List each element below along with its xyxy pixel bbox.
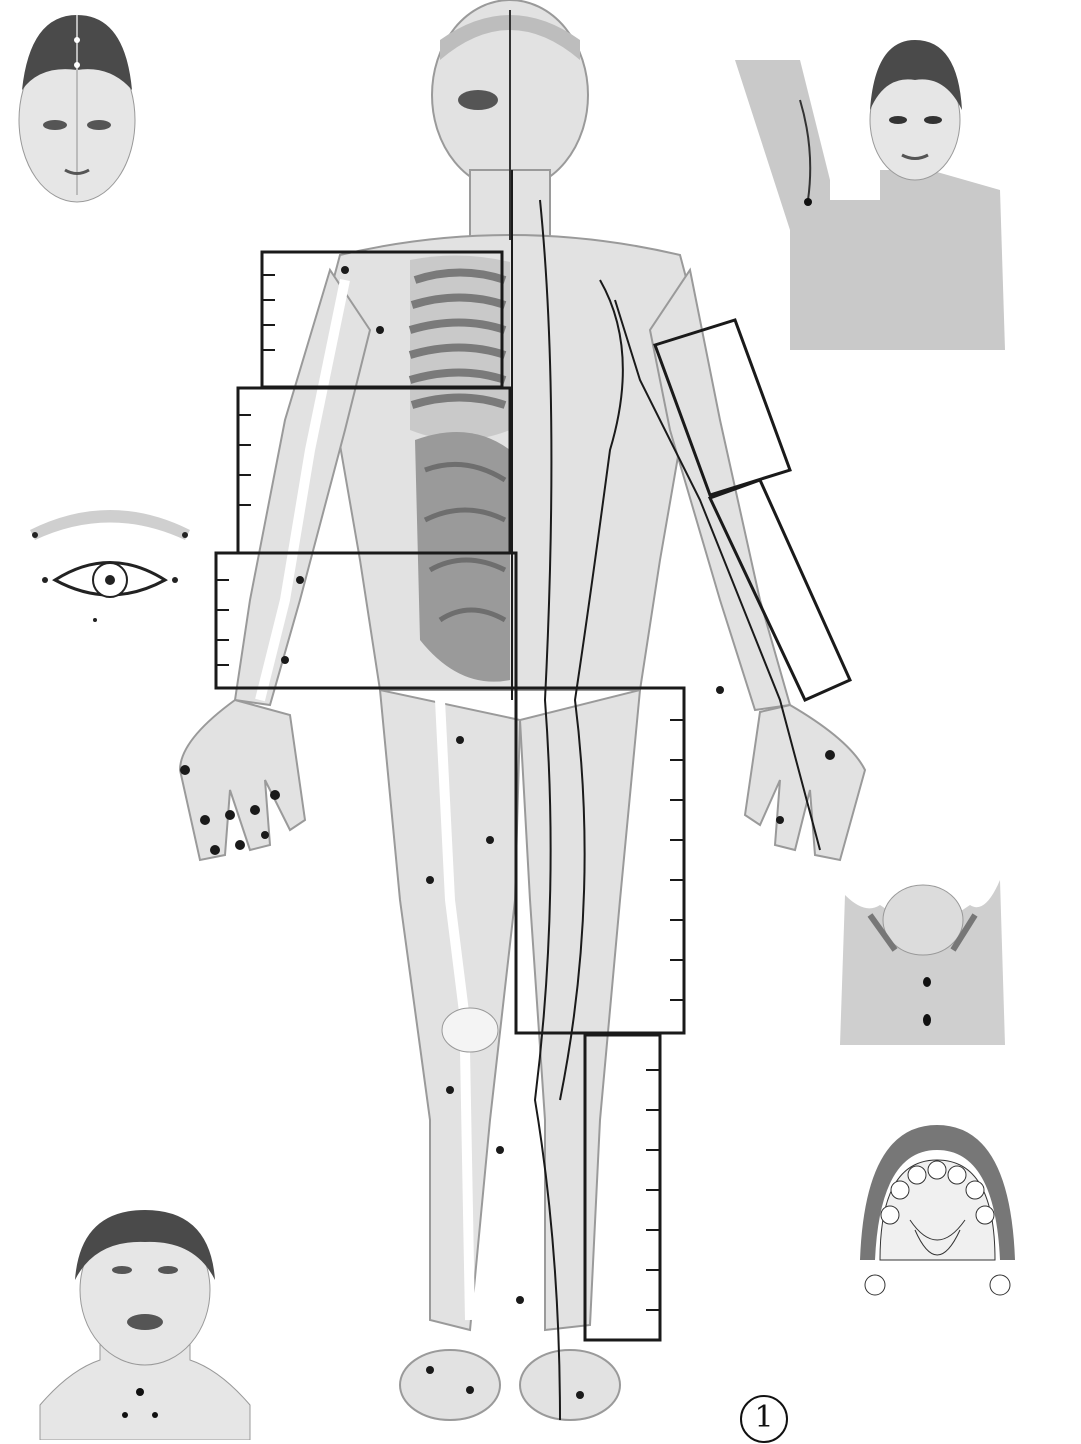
chest-inset <box>835 875 1010 1060</box>
head-top-inset <box>10 10 145 205</box>
eye-inset <box>25 500 195 630</box>
page-number: 1 <box>740 1395 788 1443</box>
ribcage-and-organs <box>410 255 510 681</box>
neck-inset <box>30 1210 260 1440</box>
mouth-inset <box>855 1120 1020 1305</box>
armpit-inset <box>730 30 1010 355</box>
knee-bone <box>442 1008 498 1052</box>
